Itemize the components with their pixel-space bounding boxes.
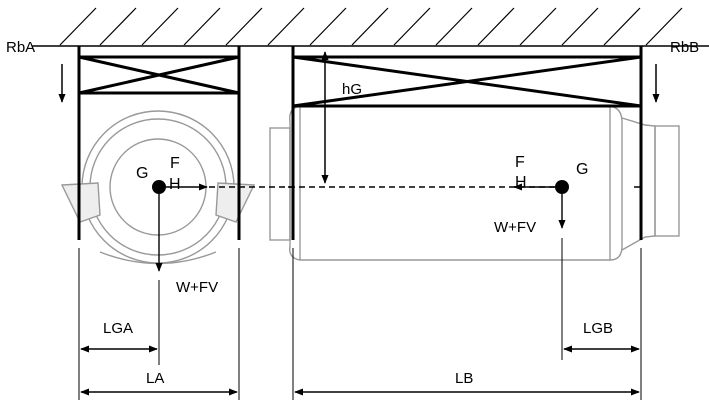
- force-h-a-label: H: [169, 176, 181, 193]
- load-b-label: W+FV: [494, 219, 536, 236]
- dim-la-label: LA: [146, 370, 164, 387]
- cg-b-label: G: [576, 161, 588, 178]
- reaction-a-label: RbA: [6, 39, 35, 56]
- cg-b-point: [555, 180, 569, 194]
- force-h-b-label: H: [515, 174, 527, 191]
- ceiling-hatch: [59, 7, 683, 46]
- dim-lgb-label: LGB: [583, 320, 613, 337]
- height-g-label: hG: [342, 81, 362, 98]
- force-f-b-label: F: [515, 154, 525, 171]
- dim-lb-label: LB: [455, 370, 473, 387]
- force-f-a-label: F: [170, 155, 180, 172]
- load-a-label: W+FV: [176, 279, 218, 296]
- support-brackets: [288, 186, 642, 220]
- cg-a-label: G: [136, 165, 148, 182]
- dim-lga-label: LGA: [103, 320, 133, 337]
- cylinder-side-view: [269, 105, 680, 261]
- right-frame: [291, 46, 643, 240]
- extension-lines: [78, 238, 642, 400]
- cg-a-point: [152, 180, 166, 194]
- left-frame: [77, 46, 241, 240]
- reaction-b-label: RbB: [670, 39, 699, 56]
